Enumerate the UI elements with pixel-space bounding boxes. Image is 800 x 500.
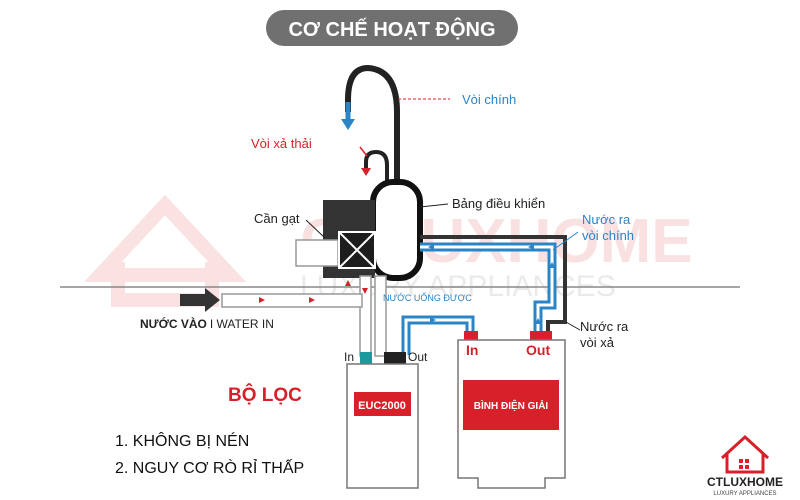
right-arrow-icon (259, 297, 265, 303)
control-panel-label: Bảng điều khiển (452, 196, 545, 211)
lever-handle (295, 239, 339, 267)
filter-model: EUC2000 (358, 400, 406, 412)
feature-item: 2. NGUY CƠ RÒ RỈ THẤP (115, 458, 304, 477)
house-icon (720, 434, 770, 474)
pointer-line (359, 146, 368, 157)
main-faucet-label: Vòi chính (462, 92, 516, 107)
ionizer-in-label: In (466, 342, 478, 358)
lever-label: Cần gạt (254, 211, 300, 226)
filter-in-label: In (344, 350, 354, 364)
filter-connector-in (360, 352, 372, 364)
brand-tagline: LUXURY APPLIANCES (713, 491, 776, 497)
water-in-text: NƯỚC VÀO (140, 316, 207, 331)
ionizer-name-badge (463, 380, 559, 430)
feature-item: 1. KHÔNG BỊ NÉN (115, 431, 249, 450)
ionizer-connector-in (464, 331, 478, 341)
ionizer-name: BÌNH ĐIỆN GIẢI (474, 399, 549, 412)
left-arrow-icon (428, 244, 434, 250)
drinking-water-label: NƯỚC UỐNG ĐƯỢC (383, 292, 472, 303)
left-arrow-icon (528, 244, 534, 250)
pipe-water-in (221, 293, 363, 308)
filter-heading: BỘ LỌC (228, 384, 302, 406)
right-arrow-icon (309, 297, 315, 303)
up-arrow-icon (549, 262, 555, 268)
pipe-filter-return (374, 275, 387, 357)
pointer-line (565, 321, 581, 331)
water-out-waste-label-1: Nước ra (580, 319, 629, 334)
brand-name: CTLUXHOME (707, 475, 783, 489)
water-in-arrow-icon (180, 288, 220, 312)
pointer-line (552, 231, 579, 251)
waste-faucet-spout (364, 149, 389, 188)
brand-logo: CTLUXHOME LUXURY APPLIANCES (707, 434, 783, 497)
water-out-main-label-1: Nước ra (582, 212, 631, 227)
control-valve-cross (338, 231, 376, 269)
filter-model-badge (354, 392, 411, 416)
water-out-waste-label-2: vòi xả (580, 335, 615, 350)
pipe-out-main-core (420, 245, 554, 335)
down-arrow-icon (362, 288, 368, 294)
page-title: CƠ CHẾ HOẠT ĐỘNG (288, 17, 495, 41)
water-out-main-label-2: vòi chính (582, 228, 634, 243)
pointer-line (305, 219, 326, 239)
filter-unit (346, 363, 419, 489)
waste-faucet-label: Vòi xả thải (251, 136, 312, 151)
down-arrow-icon (361, 168, 371, 176)
water-in-en-text: I WATER IN (210, 317, 274, 331)
filter-connector-out (384, 352, 406, 364)
faucet-body (370, 179, 423, 281)
down-arrow-icon (341, 119, 355, 130)
pipe-drinking-water-core (404, 318, 472, 355)
ionizer-connector-out (530, 331, 552, 341)
title-badge (266, 10, 518, 46)
up-arrow-icon (535, 318, 541, 324)
main-faucet-spout (345, 64, 400, 186)
up-arrow-icon (345, 280, 351, 286)
ionizer-out-label: Out (526, 342, 550, 358)
right-arrow-icon (430, 317, 436, 323)
pointer-line (419, 203, 449, 208)
pipe-out-waste (420, 235, 567, 335)
filter-out-label: Out (408, 350, 428, 364)
